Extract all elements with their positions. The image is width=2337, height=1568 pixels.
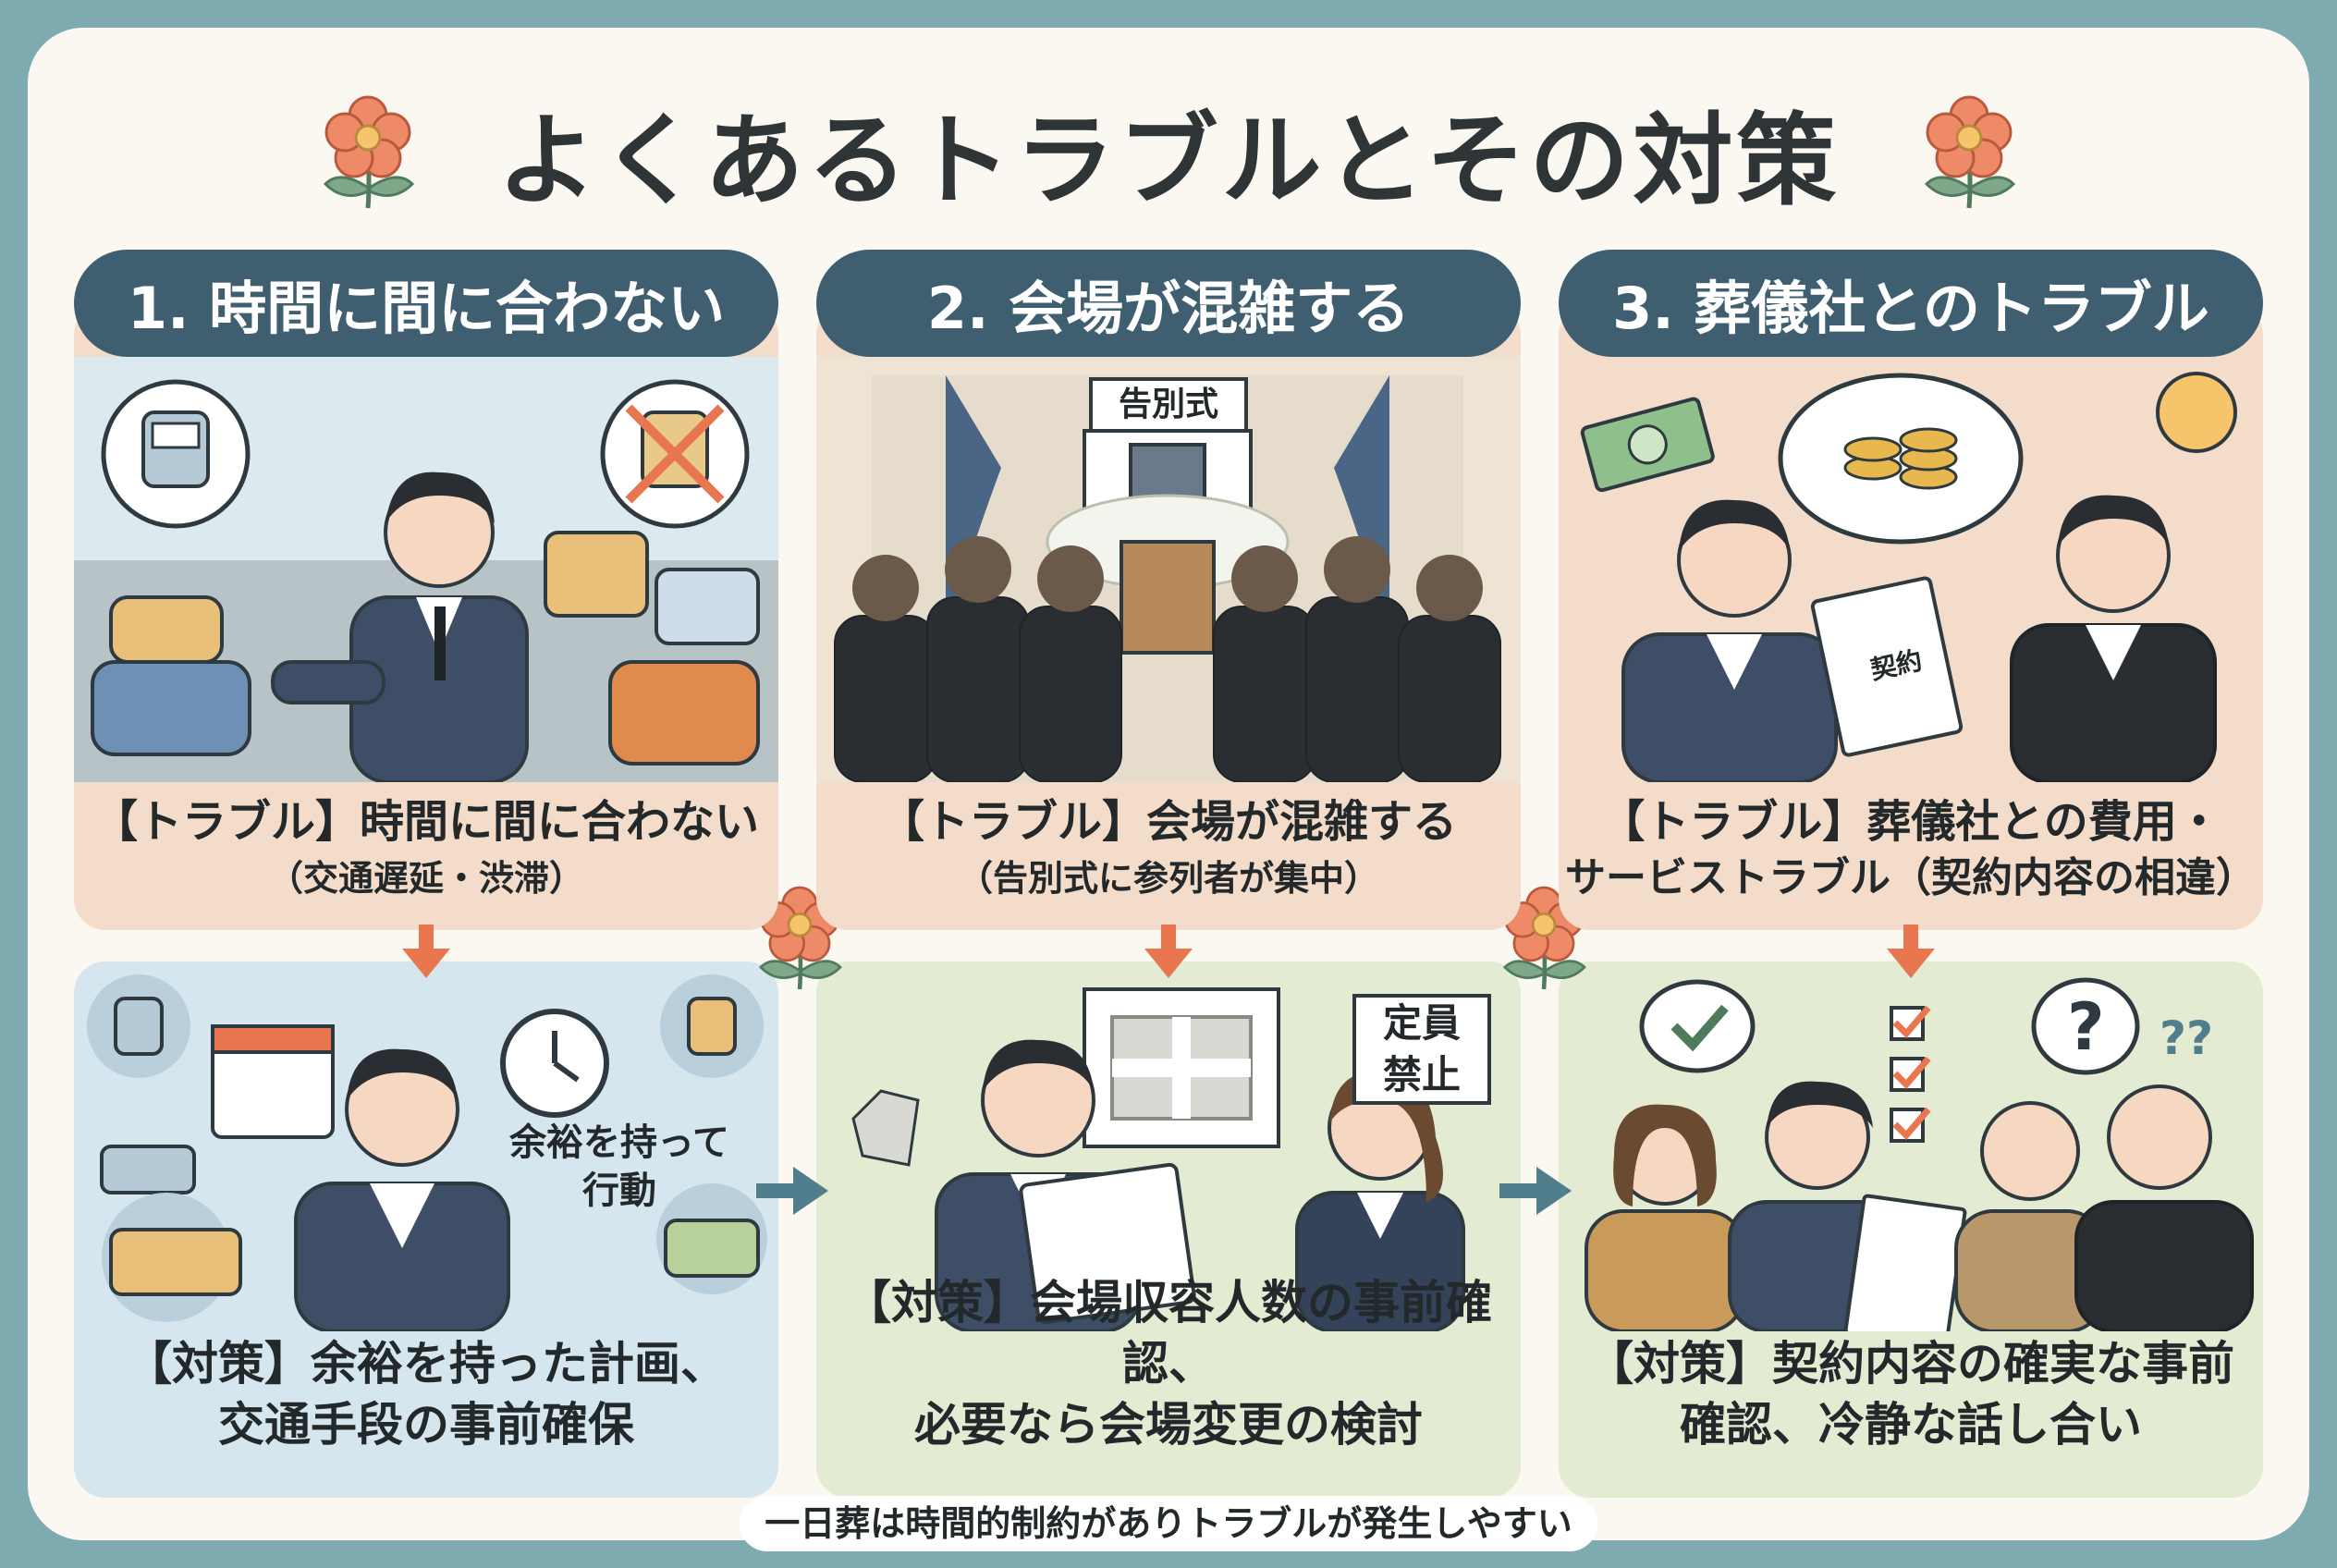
contract-dispute-illustration — [1559, 357, 2263, 782]
column-late: 1. 時間に間に合わない — [74, 250, 778, 1498]
arrow-down-icon — [1144, 925, 1193, 978]
businessman-checking-watch — [271, 472, 529, 782]
crowded-hall-illustration — [816, 357, 1521, 782]
capacity-sign: 定員 禁止 — [1352, 994, 1491, 1105]
svg-text:??: ?? — [2160, 1011, 2213, 1065]
train-bubble-icon — [101, 379, 251, 529]
document-icon — [1843, 1194, 1967, 1331]
funeral-staff — [2107, 1084, 2212, 1190]
bus-icon — [655, 568, 760, 645]
car-icon — [109, 595, 224, 664]
car-icon — [608, 660, 760, 766]
solution-line: 【対策】契約内容の確実な事前 — [1587, 1337, 2234, 1390]
solution-text: 【対策】会場収容人数の事前確認、 必要なら会場変更の検討 — [816, 1272, 1521, 1455]
solution-line: 【対策】余裕を持った計画、 — [126, 1337, 727, 1390]
truck-icon — [100, 1145, 196, 1194]
column-funeral-company: 3. 葬儀社とのトラブル 契約 — [1559, 250, 2263, 1498]
arrow-down-icon — [1887, 925, 1935, 978]
money-bill-icon — [1580, 397, 1715, 493]
flower-icon — [323, 95, 414, 209]
page-title: よくあるトラブルとその対策 — [496, 104, 1841, 219]
column-crowded: 2. 会場が混雑する 告別式 — [816, 250, 1521, 1498]
trouble-text: 【トラブル】葬儀社との費用・ サービストラブル（契約内容の相違） — [1559, 793, 2263, 902]
trouble-sub: サービストラブル（契約内容の相違） — [1565, 854, 2257, 901]
footer-note: 一日葬は時間的制約がありトラブルが発生しやすい — [740, 1496, 1597, 1551]
calm-discussion-illustration: ? ?? — [1585, 977, 2254, 1331]
solution-line: 必要なら会場変更の検討 — [914, 1398, 1423, 1452]
worried-face-icon — [2156, 372, 2237, 453]
title-row: よくあるトラブルとその対策 — [0, 88, 2337, 219]
trouble-text: 【トラブル】会場が混雑する （告別式に参列者が集中） — [816, 793, 1521, 902]
contract-document-icon — [1810, 576, 1964, 757]
trouble-main: 【トラブル】時間に間に合わない — [92, 796, 759, 848]
ceremony-sign: 告別式 — [1089, 377, 1248, 433]
solution-line: 確認、冷静な話し合い — [1680, 1398, 2142, 1452]
check-bubble-icon — [1639, 979, 1756, 1073]
column-header: 2. 会場が混雑する — [816, 250, 1521, 357]
solution-panel: ? ?? 【対策】契約内容の確実な事前 確認、冷静な話し合い — [1559, 962, 2263, 1498]
flower-icon — [758, 886, 842, 990]
trouble-sub: （交通遅延・渋滞） — [267, 858, 584, 899]
solution-note: 余裕を持って 行動 — [509, 1121, 729, 1212]
svg-text:?: ? — [2067, 989, 2105, 1065]
solution-text: 【対策】契約内容の確実な事前 確認、冷静な話し合い — [1559, 1333, 2263, 1455]
trouble-text: 【トラブル】時間に間に合わない （交通遅延・渋滞） — [74, 793, 778, 902]
crowd-heads — [852, 536, 1483, 621]
traffic-jam-illustration — [74, 357, 778, 782]
solution-line: 【対策】会場収容人数の事前確認、 — [845, 1276, 1492, 1390]
column-header: 3. 葬儀社とのトラブル — [1559, 250, 2263, 357]
bus-icon — [109, 1228, 242, 1296]
trouble-main: 【トラブル】会場が混雑する — [879, 796, 1457, 848]
planning-illustration — [87, 974, 767, 1331]
question-bubble-icon — [2031, 977, 2140, 1075]
bus-icon — [544, 531, 649, 618]
map-icon — [851, 1089, 920, 1167]
trouble-main: 【トラブル】葬儀社との費用・ — [1600, 796, 2221, 848]
arrow-right-icon — [1499, 1167, 1572, 1215]
clipboard-icon — [1019, 1162, 1196, 1325]
coins-icon — [1843, 427, 1958, 490]
bus-icon — [664, 1219, 760, 1278]
trouble-panel: 【トラブル】時間に間に合わない （交通遅延・渋滞） — [74, 303, 778, 930]
car-icon — [91, 660, 251, 756]
no-train-bubble-icon — [600, 379, 750, 529]
trouble-panel: 契約 【トラブル】葬儀社との費用・ サービストラブル（契約内容の相違） — [1559, 303, 2263, 930]
family-woman-2 — [1980, 1101, 2080, 1201]
solution-panel: 定員 禁止 【対策】会場収容人数の事前確認、 必要なら会場変更の検討 — [816, 962, 1521, 1498]
arrow-down-icon — [402, 925, 450, 978]
solution-panel: 余裕を持って 行動 【対策】余裕を持った計画、 交通手段の事前確保 — [74, 962, 778, 1498]
solution-text: 【対策】余裕を持った計画、 交通手段の事前確保 — [74, 1333, 778, 1455]
trouble-sub: （告別式に参列者が集中） — [957, 858, 1379, 899]
train-icon — [114, 997, 164, 1056]
flower-icon — [1925, 95, 2016, 209]
tram-icon — [687, 997, 737, 1056]
column-header: 1. 時間に間に合わない — [74, 250, 778, 357]
arrow-right-icon — [756, 1167, 828, 1215]
trouble-panel: 告別式 【トラブル】会場が混雑する （告別式に参列者が集中） — [816, 303, 1521, 930]
solution-line: 交通手段の事前確保 — [218, 1398, 634, 1452]
